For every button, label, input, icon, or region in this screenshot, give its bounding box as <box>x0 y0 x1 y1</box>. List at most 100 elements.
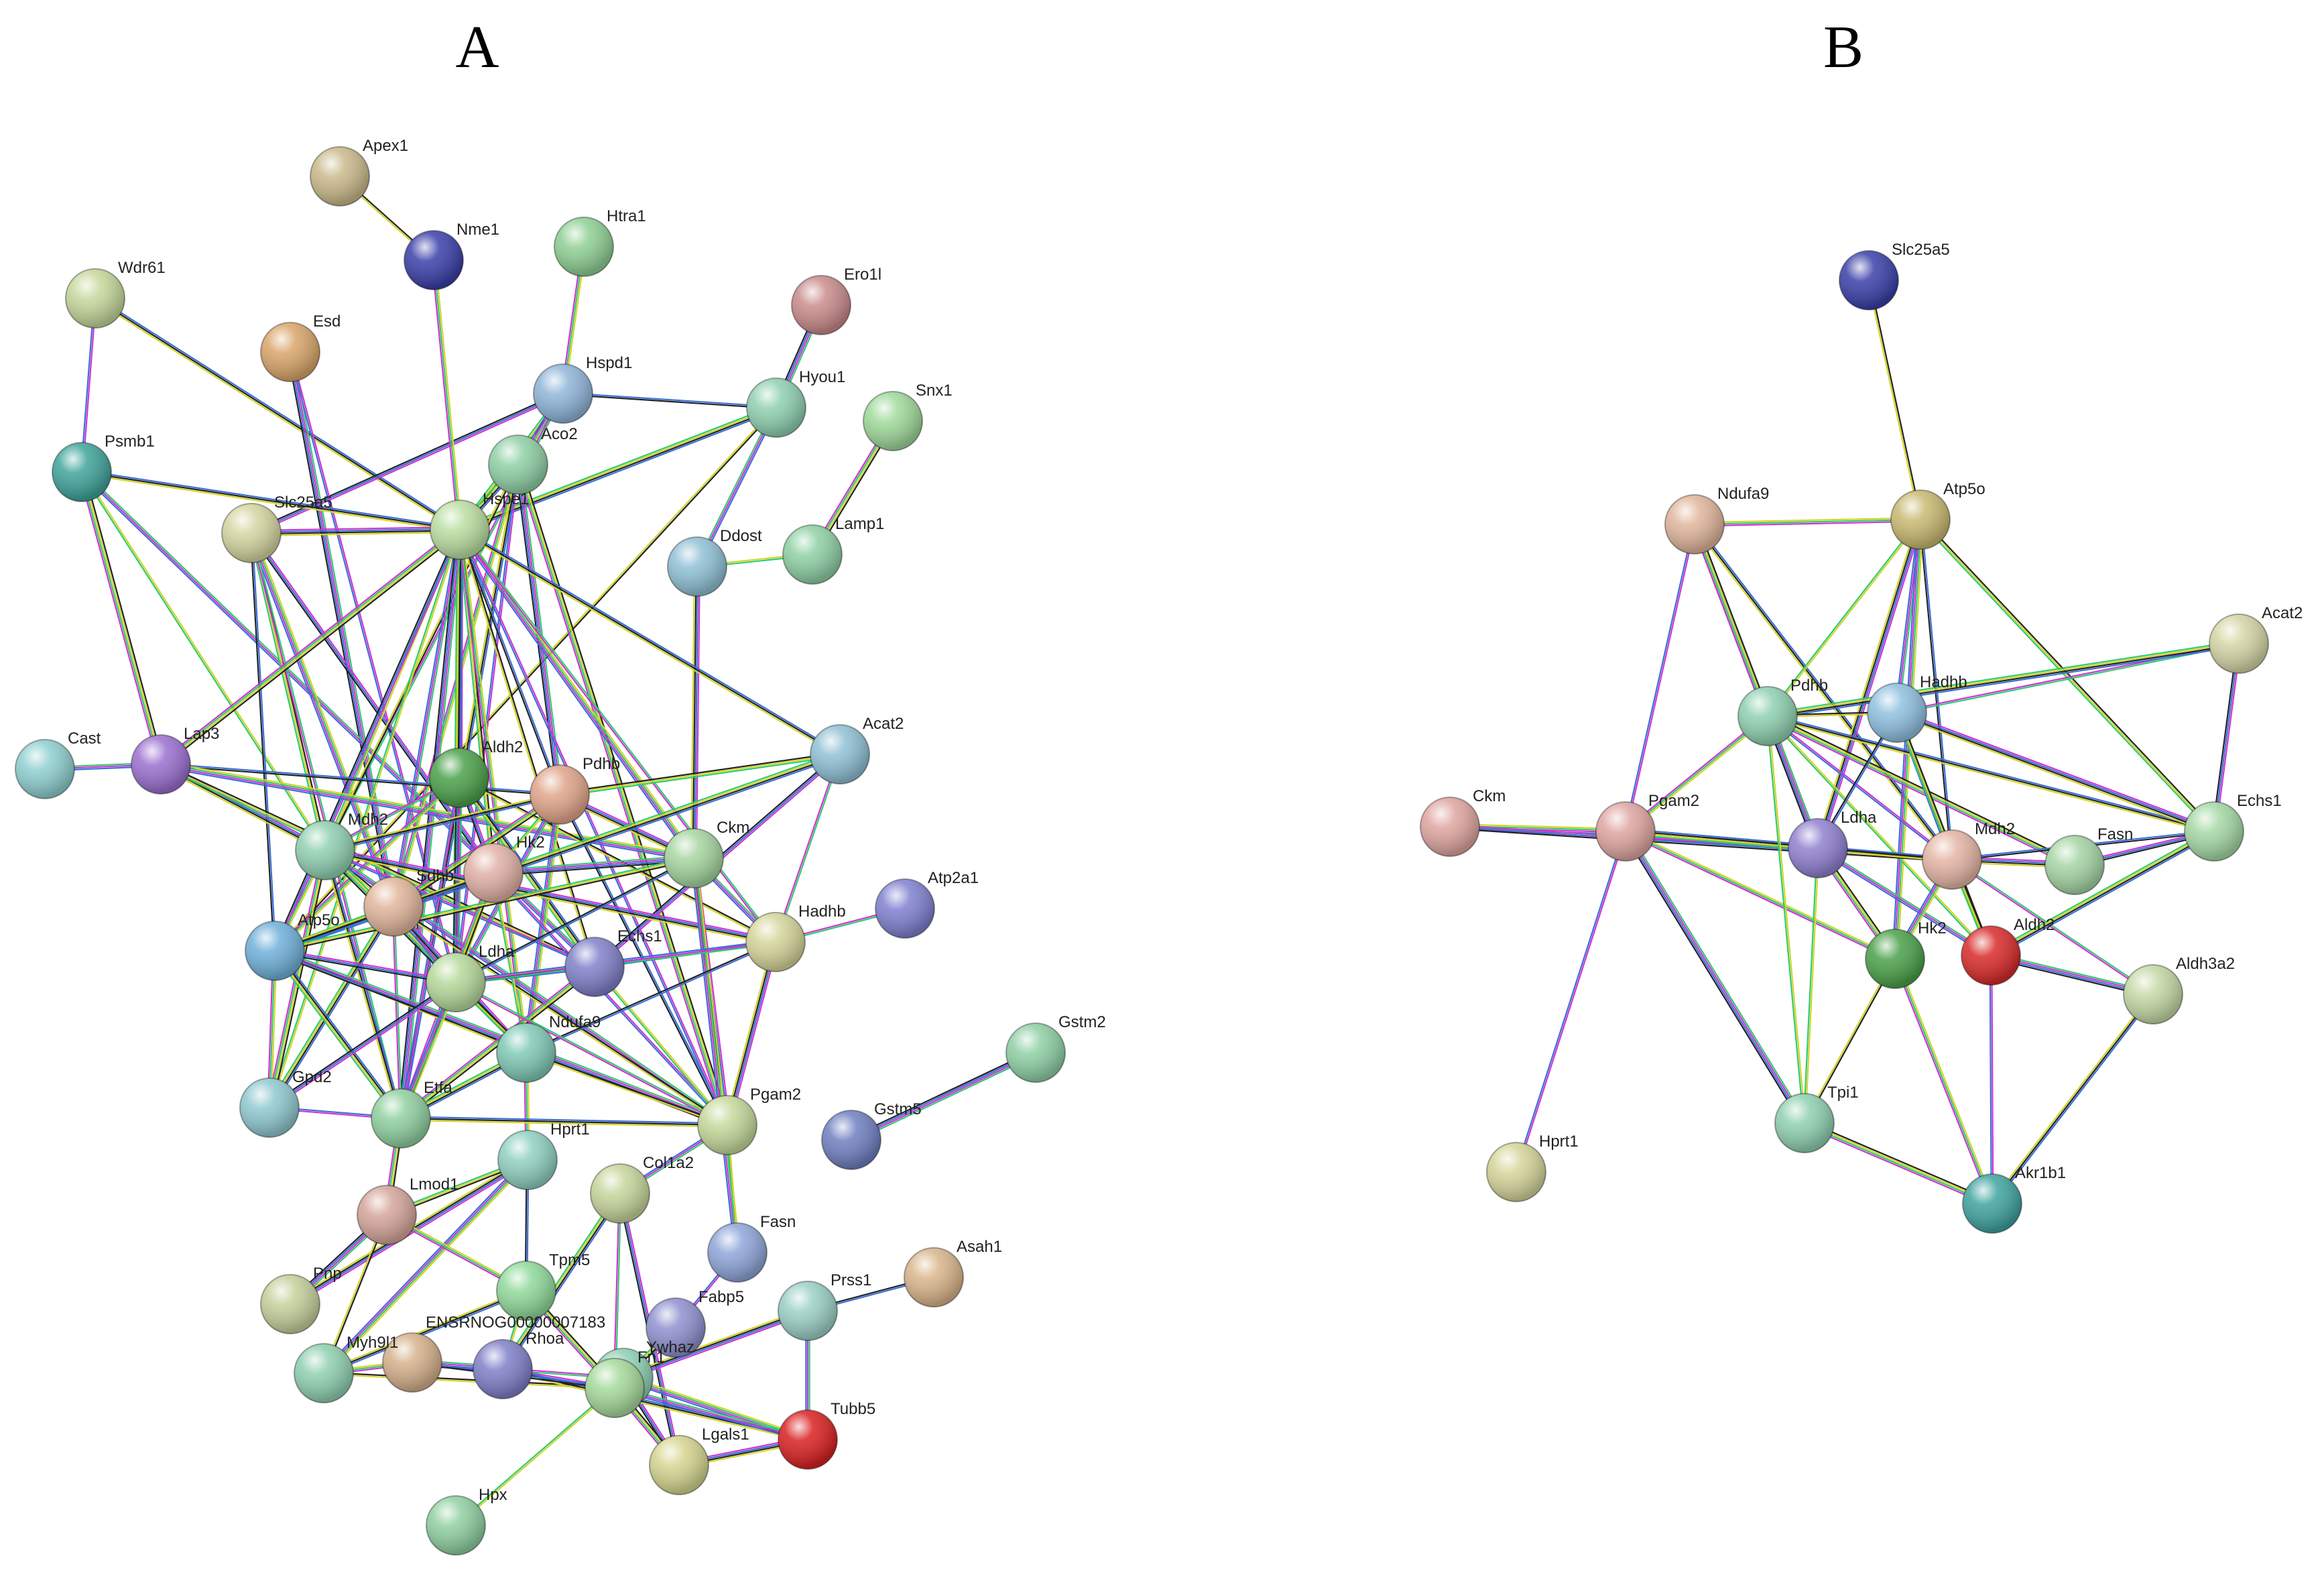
node-lamp1[interactable]: Lamp1 <box>782 515 884 585</box>
node-lgals1[interactable]: Lgals1 <box>649 1425 749 1495</box>
node-mdh2[interactable]: Mdh2 <box>1922 820 2015 890</box>
node-tubb5[interactable]: Tubb5 <box>778 1400 875 1470</box>
node-pgam2[interactable]: Pgam2 <box>697 1086 801 1155</box>
node-hprt1[interactable]: Hprt1 <box>1486 1132 1579 1202</box>
edge-strand <box>1767 640 2239 715</box>
node-atp5o[interactable]: Atp5o <box>245 911 340 981</box>
node-hprt1[interactable]: Hprt1 <box>497 1120 590 1190</box>
node-ero1l[interactable]: Ero1l <box>791 266 881 335</box>
edge-aldh2-akr1b1 <box>1989 955 1994 1204</box>
node-hadhb[interactable]: Hadhb <box>745 903 846 972</box>
node-gloss <box>1775 1094 1834 1153</box>
edge-echs1-aldh2 <box>1989 828 2216 959</box>
node-pdhb[interactable]: Pdhb <box>530 755 620 825</box>
node-ensrnog[interactable]: ENSRNOG00000007183 <box>382 1314 605 1393</box>
node-hk2[interactable]: Hk2 <box>1865 919 1947 989</box>
node-slc25a5[interactable]: Slc25a5 <box>1839 241 1950 310</box>
node-rhoa[interactable]: Rhoa <box>473 1330 564 1399</box>
edge-slc25a5-sdhb <box>248 532 397 908</box>
edge-strand <box>593 967 727 1126</box>
node-apex1[interactable]: Apex1 <box>310 137 408 207</box>
node-atp5o[interactable]: Atp5o <box>1890 480 1985 550</box>
node-etfa[interactable]: Etfa <box>371 1079 452 1149</box>
node-mdh2[interactable]: Mdh2 <box>295 811 388 880</box>
node-lap3[interactable]: Lap3 <box>131 725 219 795</box>
edge-hk2-akr1b1 <box>1892 957 1995 1205</box>
node-myh9l1[interactable]: Myh9l1 <box>294 1334 398 1403</box>
edge-pgam2-hk2 <box>1624 829 1896 962</box>
node-aldh3a2[interactable]: Aldh3a2 <box>2123 955 2235 1025</box>
node-hadhb[interactable]: Hadhb <box>1867 673 1967 743</box>
node-fabp5[interactable]: Fabp5 <box>646 1288 744 1358</box>
edge-strand <box>695 567 700 859</box>
node-gloss <box>1738 687 1797 746</box>
node-ddost[interactable]: Ddost <box>667 527 762 597</box>
edge-strand <box>1767 717 2214 834</box>
node-label: Lamp1 <box>835 515 884 533</box>
node-slc25a5[interactable]: Slc25a5 <box>221 493 332 563</box>
edge-strand <box>559 753 841 796</box>
edge-strand <box>1896 713 2214 833</box>
node-ndufa9[interactable]: Ndufa9 <box>1664 485 1769 555</box>
edge-strand <box>1766 716 1991 957</box>
node-asah1[interactable]: Asah1 <box>904 1238 1002 1307</box>
edge-strand <box>273 776 458 950</box>
node-ldha[interactable]: Ldha <box>1788 809 1877 878</box>
node-aco2[interactable]: Aco2 <box>488 425 578 495</box>
edge-tpm5-myh9l1 <box>322 1288 528 1376</box>
node-gstm5[interactable]: Gstm5 <box>821 1100 922 1170</box>
node-lmod1[interactable]: Lmod1 <box>357 1175 458 1245</box>
node-gpd2[interactable]: Gpd2 <box>239 1068 332 1138</box>
edge-strand <box>271 907 397 1110</box>
edge-strand <box>324 1371 615 1388</box>
node-tpi1[interactable]: Tpi1 <box>1774 1084 1859 1153</box>
node-pdhb[interactable]: Pdhb <box>1737 677 1828 746</box>
node-fn1[interactable]: Fn1 <box>585 1348 665 1418</box>
node-col1a2[interactable]: Col1a2 <box>590 1154 694 1224</box>
node-cast[interactable]: Cast <box>15 730 101 799</box>
node-aldh2[interactable]: Aldh2 <box>1961 916 2055 986</box>
edge-strand <box>287 352 392 907</box>
node-gstm2[interactable]: Gstm2 <box>1005 1013 1106 1083</box>
node-echs1[interactable]: Echs1 <box>2184 792 2282 862</box>
node-gloss <box>1596 802 1655 861</box>
node-psmb1[interactable]: Psmb1 <box>52 432 155 502</box>
node-acat2[interactable]: Acat2 <box>2209 604 2303 674</box>
edge-strand <box>1892 959 1992 1205</box>
node-echs1[interactable]: Echs1 <box>564 927 662 997</box>
edge-strand <box>1818 846 1992 955</box>
node-wdr61[interactable]: Wdr61 <box>65 259 166 329</box>
node-ckm[interactable]: Ckm <box>1420 787 1506 857</box>
node-hspd1[interactable]: Hspd1 <box>533 354 632 424</box>
node-hk2[interactable]: Hk2 <box>463 833 545 903</box>
node-tpm5[interactable]: Tpm5 <box>496 1251 590 1321</box>
node-ckm[interactable]: Ckm <box>664 819 749 888</box>
node-aldh2[interactable]: Aldh2 <box>429 738 523 808</box>
node-pnp[interactable]: Pnp <box>260 1265 342 1334</box>
node-gloss <box>473 1340 532 1399</box>
node-hyou1[interactable]: Hyou1 <box>746 368 845 438</box>
node-fasn[interactable]: Fasn <box>2044 825 2133 895</box>
node-prss1[interactable]: Prss1 <box>778 1271 871 1341</box>
edge-strand <box>1897 709 2215 830</box>
edge-sdhb-pgam2 <box>392 905 729 1127</box>
node-acat2[interactable]: Acat2 <box>810 715 904 784</box>
node-akr1b1[interactable]: Akr1b1 <box>1962 1164 2066 1234</box>
node-nme1[interactable]: Nme1 <box>404 221 499 290</box>
edge-ndufa9-atp5o <box>1694 517 1921 527</box>
node-esd[interactable]: Esd <box>260 312 341 382</box>
node-ndufa9[interactable]: Ndufa9 <box>496 1013 601 1083</box>
node-snx1[interactable]: Snx1 <box>863 382 953 451</box>
node-atp2a1[interactable]: Atp2a1 <box>875 869 979 939</box>
edge-strand <box>458 530 727 1126</box>
node-htra1[interactable]: Htra1 <box>554 207 646 277</box>
edge-strand <box>251 392 564 534</box>
node-hspe1[interactable]: Hspe1 <box>430 490 529 560</box>
node-ldha[interactable]: Ldha <box>426 943 515 1012</box>
node-fasn[interactable]: Fasn <box>707 1213 796 1283</box>
node-sdhb[interactable]: Sdhb <box>363 867 454 937</box>
node-hpx[interactable]: Hpx <box>426 1486 507 1556</box>
node-pgam2[interactable]: Pgam2 <box>1595 792 1699 862</box>
node-gloss <box>489 435 548 494</box>
